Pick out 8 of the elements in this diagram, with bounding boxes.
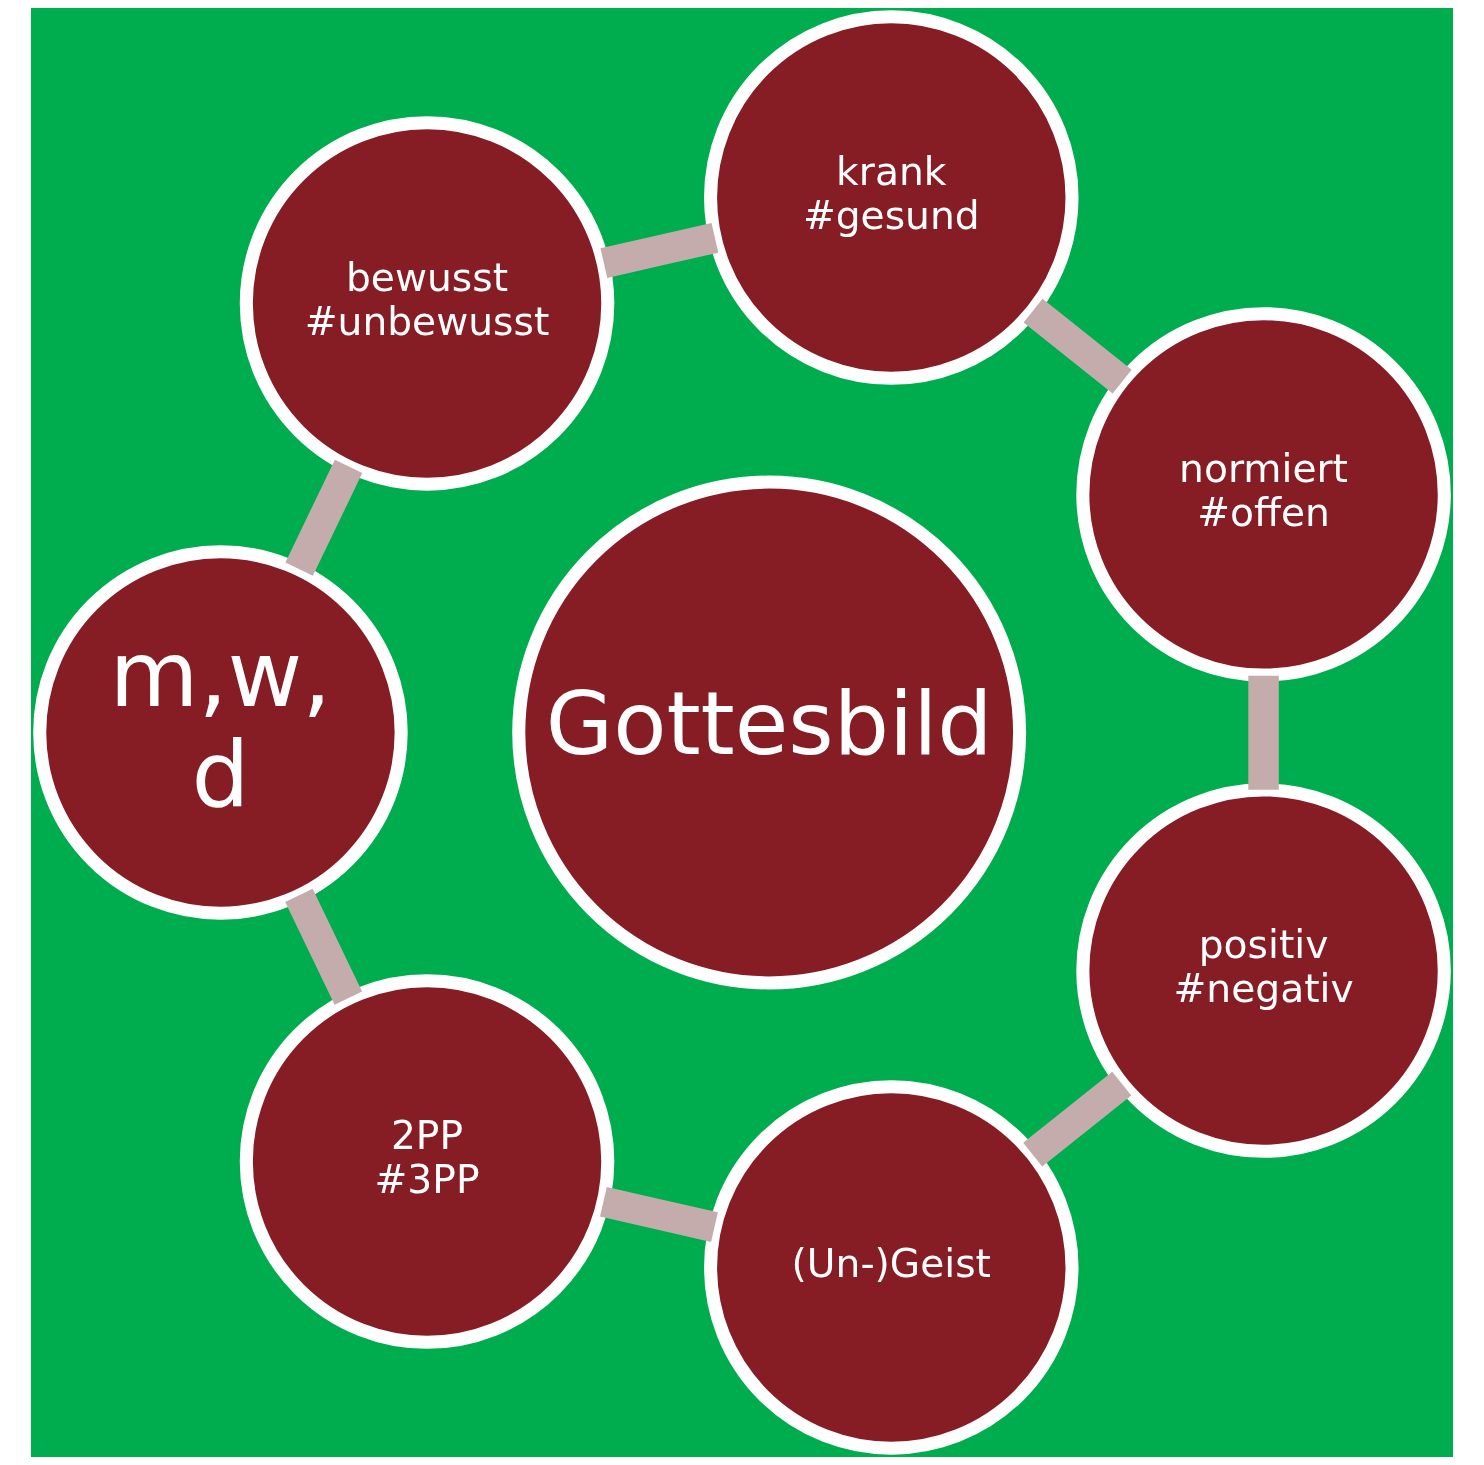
node-circle: 2PP #3PP	[239, 974, 615, 1349]
node-circle: m,w, d	[33, 545, 408, 920]
node-circle: bewusst #unbewusst	[239, 116, 615, 491]
node-circle: positiv #negativ	[1076, 783, 1451, 1158]
node-circle: Gottesbild	[512, 475, 1027, 990]
node-circle: krank #gesund	[704, 10, 1079, 385]
node-circle: normiert #offen	[1076, 307, 1451, 682]
node-circle: (Un-)Geist	[704, 1080, 1079, 1455]
